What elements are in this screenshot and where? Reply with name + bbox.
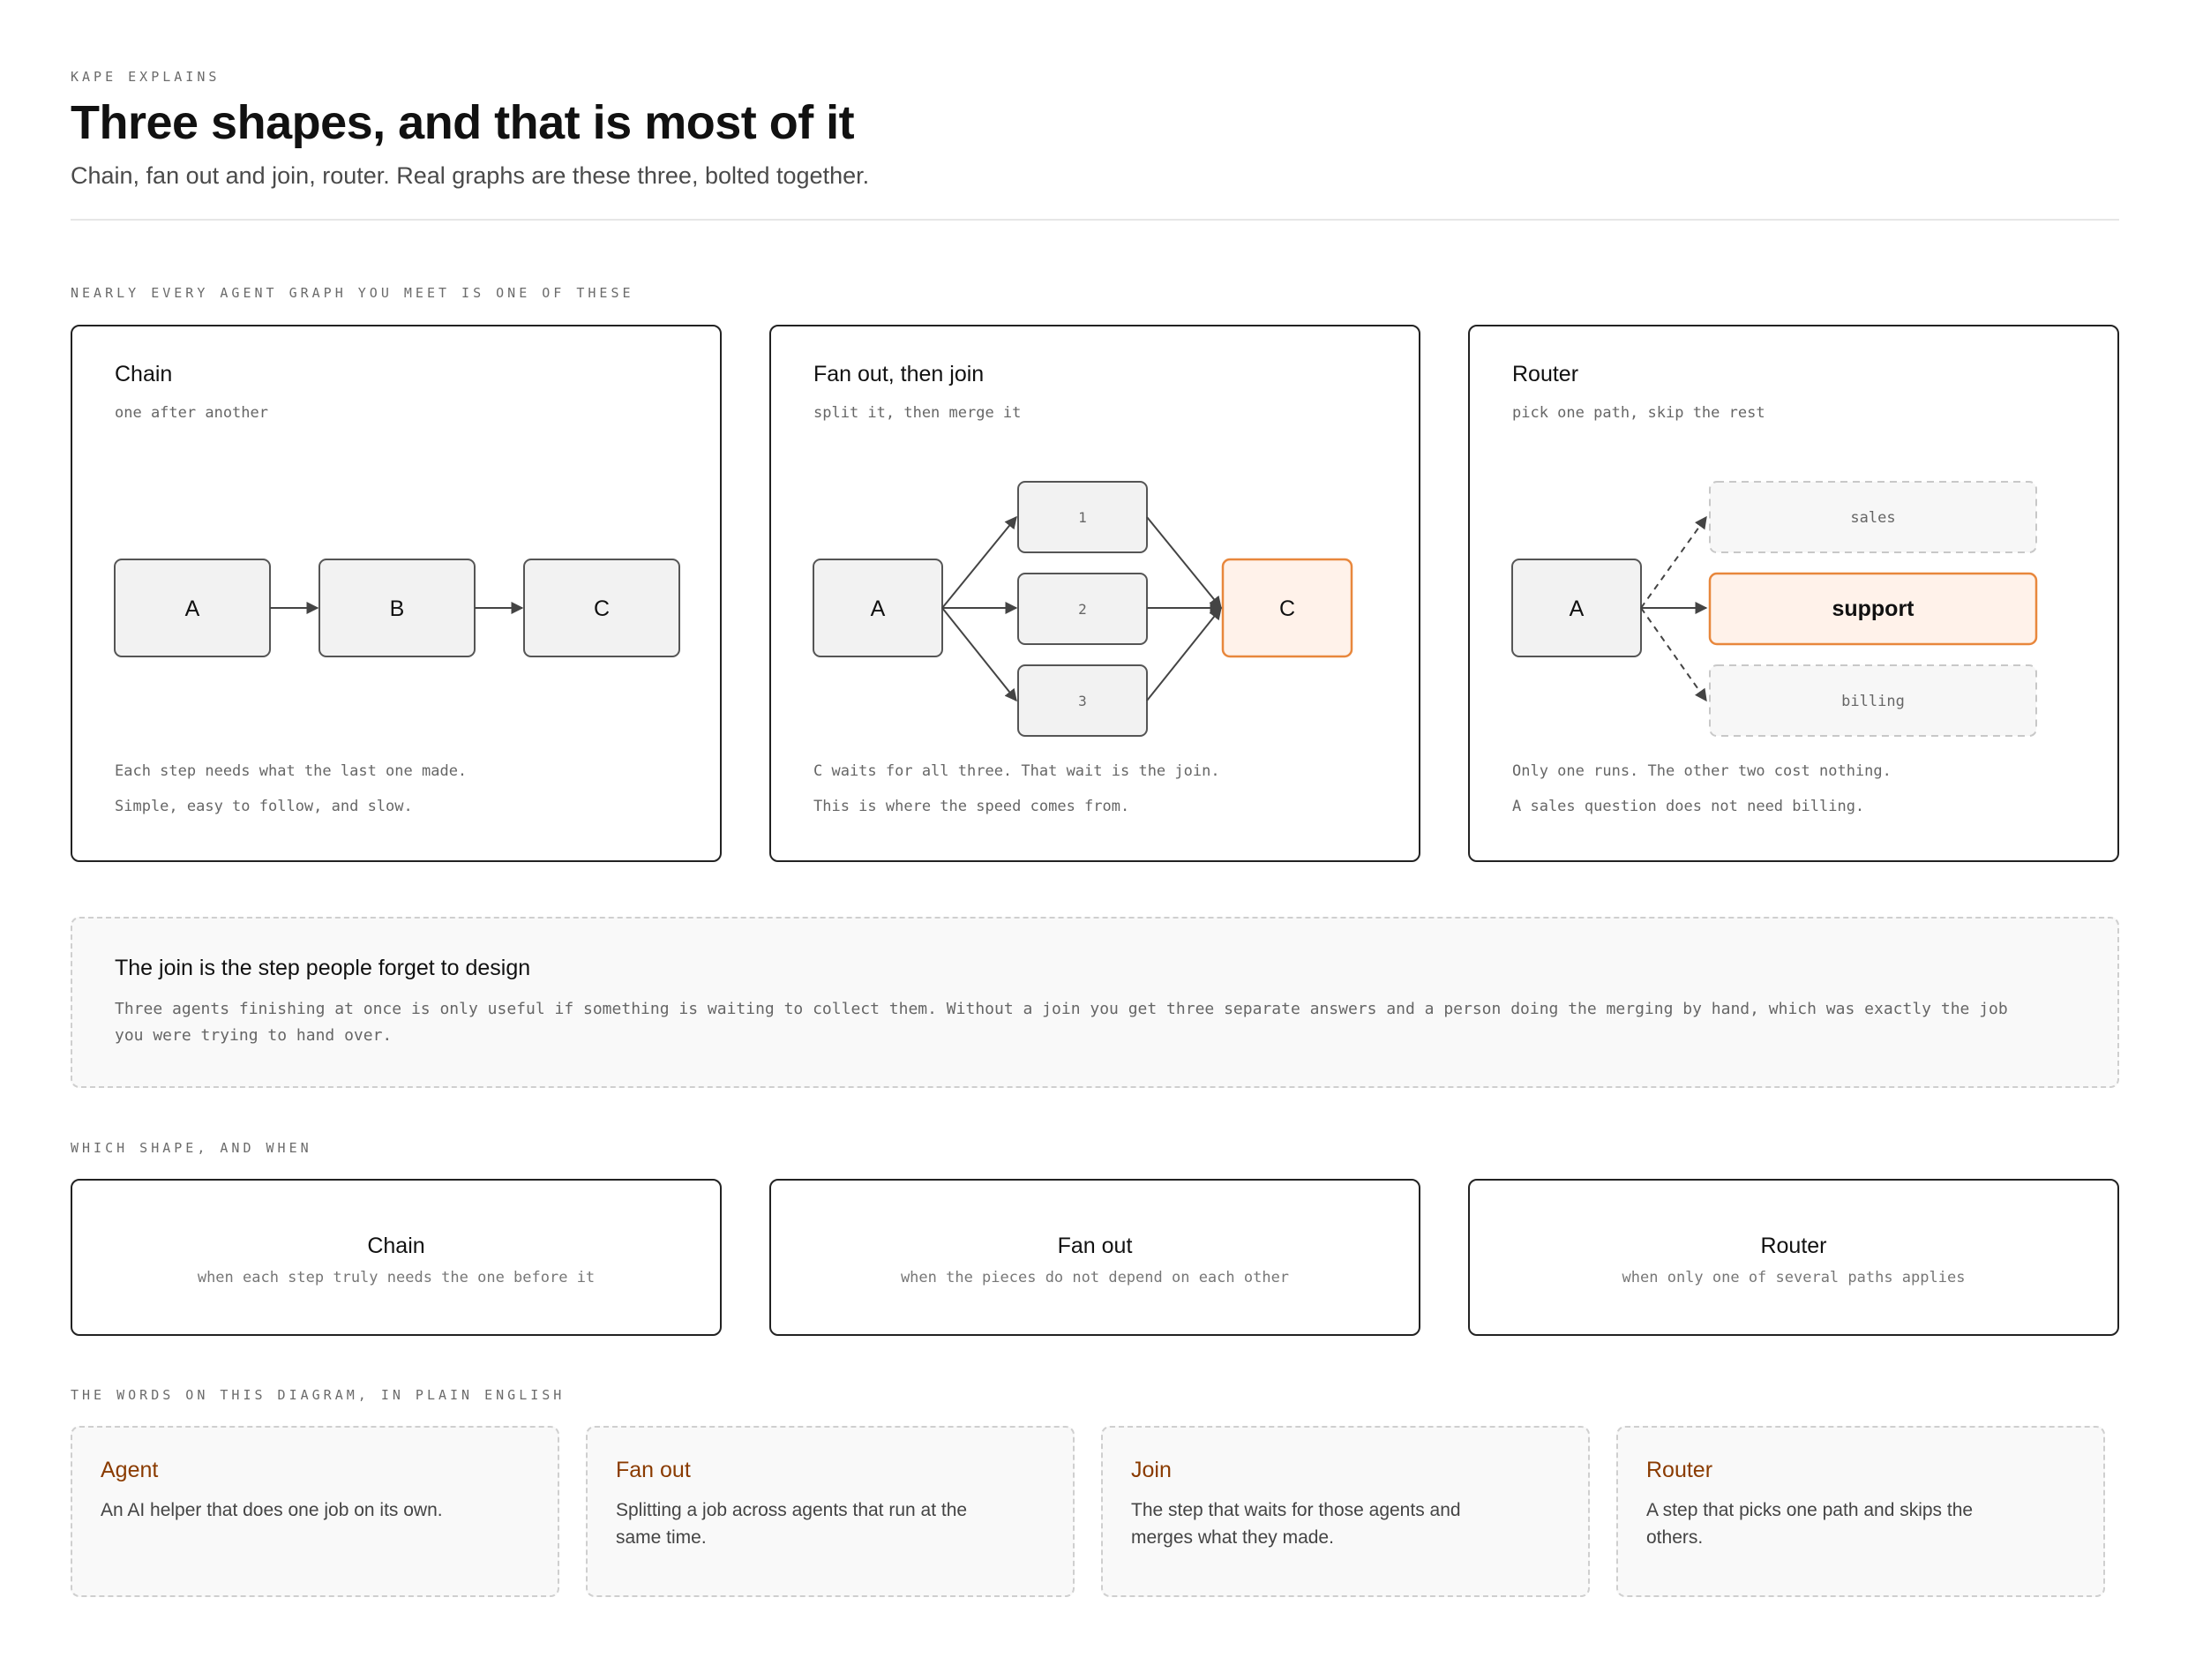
- when-card-subtitle: when each step truly needs the one befor…: [197, 1269, 596, 1286]
- router-note-1: Only one runs. The other two cost nothin…: [1512, 762, 1892, 780]
- glossary-item-join: Join The step that waits for those agent…: [1101, 1426, 1590, 1597]
- glossary-item-fanout: Fan out Splitting a job across agents th…: [586, 1426, 1075, 1597]
- join-callout: The join is the step people forget to de…: [71, 917, 2119, 1088]
- when-card-fanout: Fan out when the pieces do not depend on…: [769, 1179, 1420, 1336]
- fanout-edge-a-1: [941, 515, 1017, 609]
- router-diagram: A sales support billing: [1511, 481, 2038, 737]
- page-title: Three shapes, and that is most of it: [71, 96, 855, 149]
- router-source-label: A: [1570, 596, 1585, 621]
- glossary-definition: Splitting a job across agents that run a…: [616, 1500, 968, 1548]
- fanout-edge-1-c: [1146, 516, 1222, 610]
- fanout-source-label: A: [871, 596, 886, 621]
- chain-note-2: Simple, easy to follow, and slow.: [115, 798, 413, 815]
- router-card-subtitle: pick one path, skip the rest: [1512, 404, 1765, 422]
- when-card-chain: Chain when each step truly needs the one…: [71, 1179, 722, 1336]
- join-callout-title: The join is the step people forget to de…: [115, 956, 531, 980]
- router-card: Router pick one path, skip the rest A sa…: [1468, 325, 2119, 862]
- shapes-section-heading: NEARLY EVERY AGENT GRAPH YOU MEET IS ONE…: [71, 285, 634, 301]
- fanout-edge-3-c: [1146, 606, 1222, 701]
- router-card-title: Router: [1512, 362, 1579, 386]
- router-route-sales-label: sales: [1850, 509, 1895, 527]
- fanout-branch-label-1: 1: [1078, 509, 1087, 526]
- glossary-term: Router: [1646, 1458, 1713, 1482]
- chain-node-a-label: A: [185, 596, 200, 621]
- glossary-item-router: Router A step that picks one path and sk…: [1616, 1426, 2105, 1597]
- router-edge-sales: [1640, 515, 1707, 609]
- glossary-term: Fan out: [616, 1458, 691, 1482]
- chain-diagram: A B C: [114, 559, 680, 657]
- glossary-definition: The step that waits for those agents and…: [1131, 1500, 1461, 1548]
- when-card-title: Fan out: [1057, 1234, 1133, 1258]
- when-card-subtitle: when the pieces do not depend on each ot…: [900, 1269, 1290, 1286]
- page-eyebrow: KAPE EXPLAINS: [71, 69, 221, 85]
- glossary-term: Agent: [101, 1458, 159, 1482]
- fanout-card: Fan out, then join split it, then merge …: [769, 325, 1420, 862]
- fanout-join-label: C: [1279, 596, 1295, 621]
- glossary-term: Join: [1131, 1458, 1172, 1482]
- router-route-support: [1708, 572, 2038, 646]
- chain-card: Chain one after another A B C Each step …: [71, 325, 722, 862]
- fanout-join-node: [1221, 558, 1353, 658]
- join-callout-body: Three agents finishing at once is only u…: [115, 1000, 2008, 1045]
- chain-card-subtitle: one after another: [115, 404, 268, 422]
- router-route-support-label: support: [1832, 596, 1914, 621]
- chain-note-1: Each step needs what the last one made.: [115, 762, 468, 780]
- fanout-card-title: Fan out, then join: [813, 362, 985, 386]
- fanout-edge-a-3: [941, 607, 1017, 702]
- fanout-branch-label-3: 3: [1078, 693, 1087, 709]
- fanout-card-subtitle: split it, then merge it: [813, 404, 1022, 422]
- chain-node-c-label: C: [594, 596, 610, 621]
- when-card-subtitle: when only one of several paths applies: [1622, 1269, 1966, 1286]
- when-section-heading: WHICH SHAPE, AND WHEN: [71, 1140, 312, 1156]
- glossary-definition: A step that picks one path and skips the…: [1646, 1500, 1974, 1548]
- router-edge-billing: [1640, 607, 1707, 702]
- when-card-title: Chain: [367, 1234, 425, 1258]
- chain-node-c: [523, 559, 680, 657]
- chain-card-title: Chain: [115, 362, 173, 386]
- router-note-2: A sales question does not need billing.: [1512, 798, 1865, 815]
- page-subtitle: Chain, fan out and join, router. Real gr…: [71, 162, 870, 189]
- chain-node-b-label: B: [390, 596, 405, 621]
- router-route-sales: [1709, 481, 2037, 553]
- fanout-note-1: C waits for all three. That wait is the …: [813, 762, 1220, 780]
- when-card-router: Router when only one of several paths ap…: [1468, 1179, 2119, 1336]
- glossary-definition: An AI helper that does one job on its ow…: [101, 1500, 443, 1520]
- glossary-heading: THE WORDS ON THIS DIAGRAM, IN PLAIN ENGL…: [71, 1387, 566, 1403]
- router-route-billing-label: billing: [1841, 693, 1905, 710]
- header-divider: [71, 219, 2119, 221]
- glossary-item-agent: Agent An AI helper that does one job on …: [71, 1426, 559, 1597]
- fanout-diagram: A 1 2 3 C: [813, 481, 1353, 737]
- router-route-billing: [1709, 664, 2037, 737]
- when-card-title: Router: [1760, 1234, 1827, 1258]
- fanout-branch-label-2: 2: [1078, 601, 1087, 618]
- fanout-note-2: This is where the speed comes from.: [813, 798, 1130, 815]
